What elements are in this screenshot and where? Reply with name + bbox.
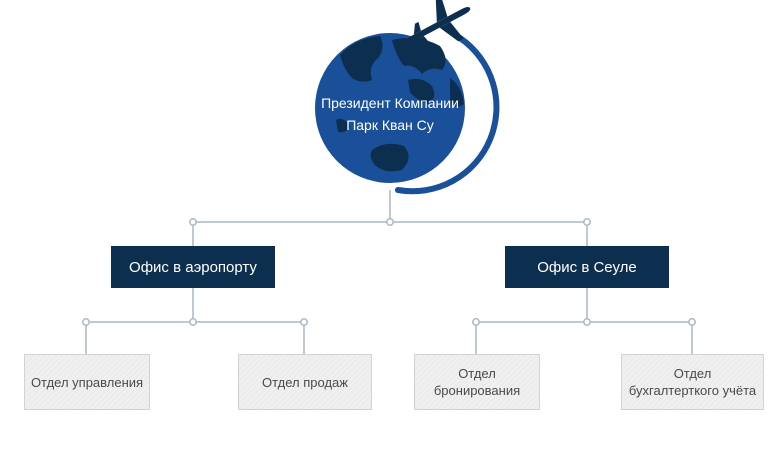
dept-label-line2: бухгалтерткого учёта — [628, 383, 757, 398]
connector-node — [472, 318, 480, 326]
dept-label-line1: Отдел — [458, 366, 496, 381]
dept-accounting-box: Отдел бухгалтерткого учёта — [621, 354, 764, 410]
president-node — [300, 0, 500, 200]
connector-node — [189, 318, 197, 326]
president-label: Президент Компании Парк Кван Су — [310, 92, 470, 136]
dept-label: Отдел управления — [30, 374, 144, 390]
dept-label-line1: Отдел — [673, 366, 712, 381]
president-name: Парк Кван Су — [346, 117, 434, 133]
connector-node — [300, 318, 308, 326]
dept-booking-box: Отдел бронирования — [414, 354, 540, 410]
connector-node — [583, 218, 591, 226]
connector-node — [386, 218, 394, 226]
president-title: Президент Компании — [321, 95, 459, 111]
globe-icon — [315, 0, 500, 195]
airplane-icon — [407, 0, 471, 45]
dept-label-line2: бронирования — [433, 383, 521, 398]
dept-label: Отдел продаж — [262, 374, 348, 390]
dept-sales-box: Отдел продаж — [238, 354, 372, 410]
office-seoul-box: Офис в Сеуле — [505, 246, 669, 288]
connector-node — [688, 318, 696, 326]
connector-node — [189, 218, 197, 226]
connector-node — [82, 318, 90, 326]
connector-node — [583, 318, 591, 326]
dept-management-box: Отдел управления — [24, 354, 150, 410]
office-airport-box: Офис в аэропорту — [111, 246, 275, 288]
